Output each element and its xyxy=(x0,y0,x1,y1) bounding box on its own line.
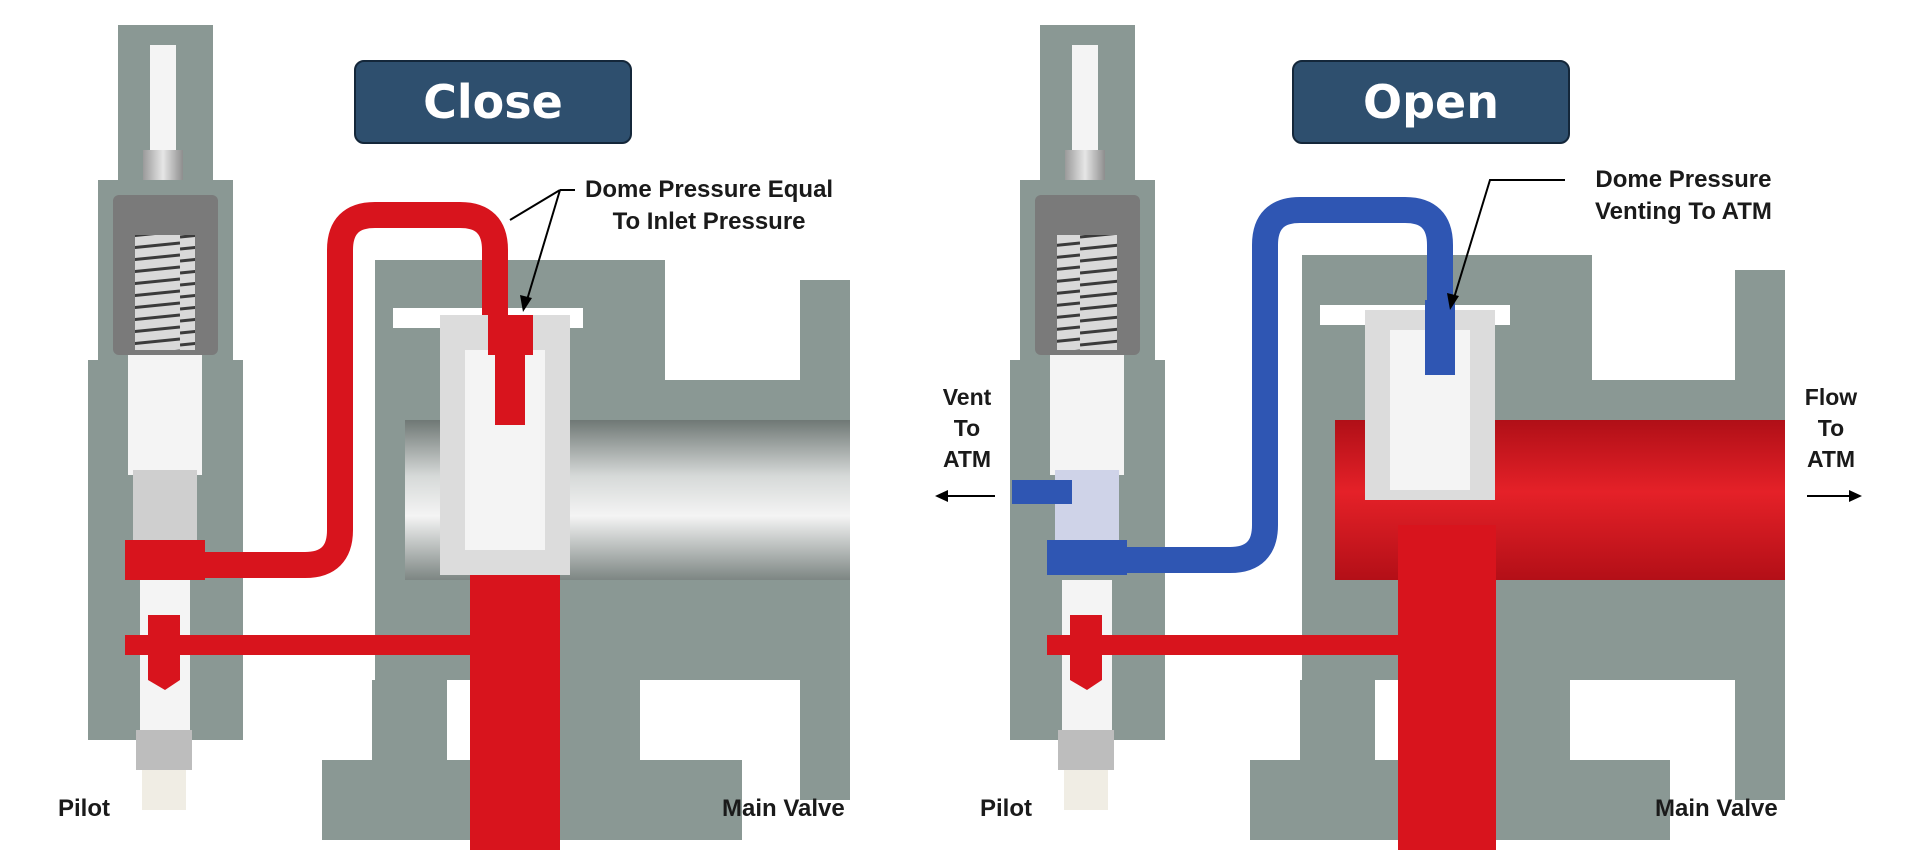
spring-icon xyxy=(135,235,195,350)
pilot-body xyxy=(88,25,243,810)
vent-arrow-icon xyxy=(935,490,995,502)
dome-pressure-note: Dome Pressure Venting To ATM xyxy=(1595,164,1772,228)
note-line: ATM xyxy=(942,446,992,472)
dome-line xyxy=(1047,197,1453,573)
flow-to-atm-note: Flow To ATM xyxy=(1797,382,1865,475)
dome-arrow xyxy=(1453,179,1565,299)
flow-arrow-icon xyxy=(1807,490,1862,502)
dome-arrow xyxy=(526,189,561,301)
inlet-flow xyxy=(1398,525,1496,850)
main-valve-label: Main Valve xyxy=(722,795,845,822)
close-title: Close xyxy=(354,60,632,144)
main-valve-body xyxy=(322,260,850,850)
note-line: Flow xyxy=(1804,384,1858,410)
note-line: Vent xyxy=(942,384,992,410)
note-line: ATM xyxy=(1806,446,1856,472)
sense-line xyxy=(125,635,510,655)
pilot-label: Pilot xyxy=(980,795,1032,822)
close-panel xyxy=(88,25,850,850)
note-line: To xyxy=(953,415,981,441)
sense-line xyxy=(1047,635,1437,655)
note-line: To Inlet Pressure xyxy=(612,208,806,235)
inlet-flow xyxy=(470,560,560,850)
note-line: Venting To ATM xyxy=(1595,198,1772,225)
note-line: Dome Pressure Equal xyxy=(585,176,834,203)
spring-icon xyxy=(1057,235,1117,350)
open-title: Open xyxy=(1292,60,1570,144)
main-valve-label: Main Valve xyxy=(1655,795,1778,822)
note-line: Dome Pressure xyxy=(1595,166,1772,193)
vent-port xyxy=(1012,480,1072,504)
open-panel xyxy=(935,25,1862,850)
main-valve-body-open xyxy=(1250,255,1785,850)
note-line: To xyxy=(1817,415,1845,441)
pilot-label: Pilot xyxy=(58,795,110,822)
dome-line xyxy=(125,202,508,578)
dome-pressure-note: Dome Pressure Equal To Inlet Pressure xyxy=(585,174,833,238)
vent-to-atm-note: Vent To ATM xyxy=(934,382,1000,475)
pilot-body-open xyxy=(1010,25,1165,810)
